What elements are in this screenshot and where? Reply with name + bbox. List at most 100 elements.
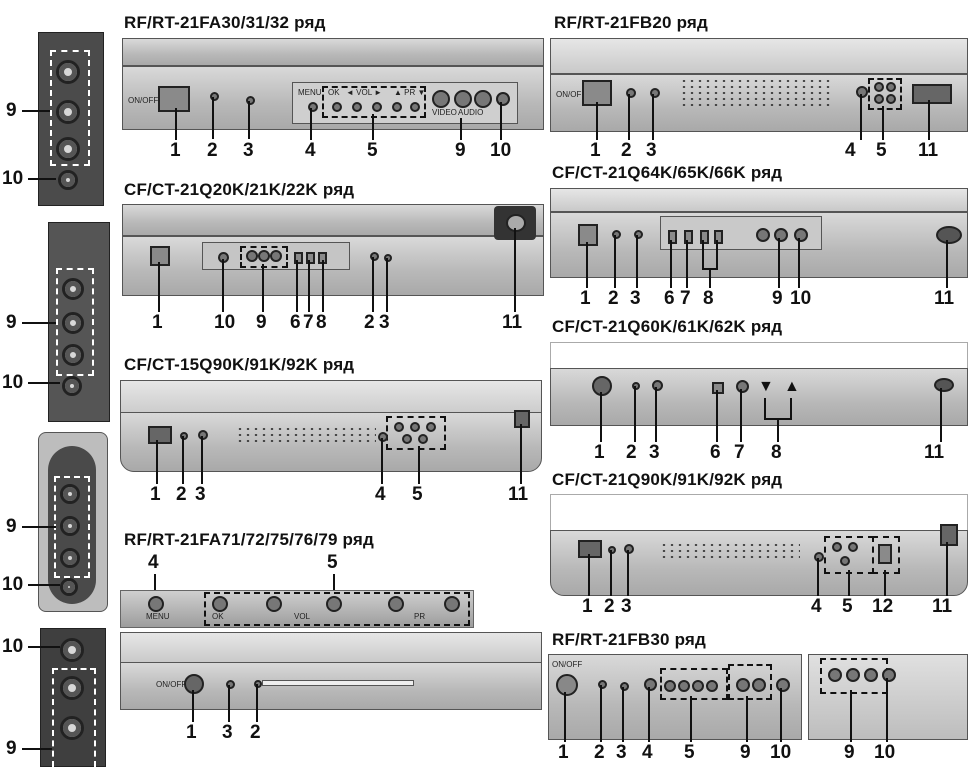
headphone-jack <box>60 638 84 662</box>
callout-line <box>28 584 60 586</box>
callout-10: 10 <box>2 636 24 657</box>
standby-indicator <box>210 92 219 101</box>
standby-indicator <box>632 382 640 390</box>
headphone-jack <box>62 376 82 396</box>
callout-1: 1 <box>170 140 181 161</box>
pr-button <box>706 680 718 692</box>
callout-line <box>636 235 638 288</box>
callout-7: 7 <box>680 288 691 309</box>
callout-line <box>22 748 52 750</box>
vol-up-button <box>326 596 342 612</box>
remote-sensor <box>226 680 235 689</box>
callout-line <box>596 102 598 140</box>
callout-4: 4 <box>375 484 386 505</box>
callout-line <box>154 574 156 596</box>
callout-line <box>158 262 160 312</box>
callout-8: 8 <box>316 312 327 333</box>
callout-9: 9 <box>740 742 751 763</box>
video-jack <box>736 678 750 692</box>
audio-l-jack <box>62 312 84 334</box>
callout-3: 3 <box>195 484 206 505</box>
ok-label: OK <box>212 612 224 621</box>
onoff-label: ON/OFF <box>552 660 583 669</box>
callout-line <box>256 684 258 722</box>
callout-line <box>322 260 324 312</box>
callout-9: 9 <box>772 288 783 309</box>
vol-down-button <box>678 680 690 692</box>
pr-down-button <box>874 94 884 104</box>
callout-10: 10 <box>790 288 812 309</box>
menu-label: MENU <box>298 88 322 97</box>
menu-button <box>668 230 677 244</box>
remote-sensor <box>246 96 255 105</box>
callout-line <box>386 258 388 312</box>
av-door <box>912 84 952 104</box>
model-title: CF/CT-21Q64K/65K/66K ряд <box>552 163 783 182</box>
callout-1: 1 <box>558 742 569 763</box>
callout-5: 5 <box>412 484 423 505</box>
remote-sensor <box>634 230 643 239</box>
callout-9: 9 <box>6 516 17 537</box>
callout-10: 10 <box>2 574 24 595</box>
callout-line <box>716 240 718 268</box>
callout-line <box>460 118 462 140</box>
callout-2: 2 <box>176 484 187 505</box>
callout-1: 1 <box>594 442 605 463</box>
audio-l-jack <box>60 516 80 536</box>
audio-l-jack <box>56 100 80 124</box>
model-title: RF/RT-21FA30/31/32 ряд <box>124 13 326 32</box>
menu-button <box>644 678 657 691</box>
callout-line <box>740 389 742 442</box>
ok-button <box>736 380 749 393</box>
callout-9: 9 <box>256 312 267 333</box>
callout-line <box>156 440 158 484</box>
callout-1: 1 <box>186 722 197 743</box>
audio-r-jack <box>62 344 84 366</box>
vol-button <box>886 82 896 92</box>
callout-line <box>333 574 335 590</box>
vol-down-button <box>352 102 362 112</box>
callout-6: 6 <box>664 288 675 309</box>
video-jack <box>62 278 84 300</box>
pr-up-button <box>444 596 460 612</box>
menu-button <box>308 102 318 112</box>
callout-2: 2 <box>621 140 632 161</box>
callout-line <box>262 264 264 312</box>
group-9 <box>728 664 772 700</box>
audio-r-jack <box>56 137 80 161</box>
callout-5: 5 <box>367 140 378 161</box>
tv-top-frame <box>550 342 968 370</box>
callout-line <box>790 398 792 418</box>
pr-down-button <box>700 230 709 244</box>
ok-button <box>684 230 693 244</box>
standby-indicator <box>608 546 616 554</box>
callout-3: 3 <box>243 140 254 161</box>
callout-2: 2 <box>594 742 605 763</box>
eye-sensor <box>936 226 962 244</box>
headphone-jack <box>58 170 78 190</box>
video-jack <box>432 90 450 108</box>
callout-4: 4 <box>845 140 856 161</box>
callout-1: 1 <box>590 140 601 161</box>
callout-2: 2 <box>608 288 619 309</box>
callout-line <box>600 685 602 742</box>
video-jack <box>56 60 80 84</box>
callout-2: 2 <box>626 442 637 463</box>
audio-l-jack <box>846 668 860 682</box>
audio-label: AUDIO <box>458 108 484 117</box>
vol-button <box>410 422 420 432</box>
callout-line <box>690 696 692 742</box>
headphone-jack <box>794 228 808 242</box>
callout-5: 5 <box>876 140 887 161</box>
callout-3: 3 <box>646 140 657 161</box>
group-5 <box>386 416 446 450</box>
callout-line <box>201 436 203 484</box>
remote-sensor <box>652 380 663 391</box>
callout-line <box>655 387 657 442</box>
callout-line <box>212 97 214 139</box>
ok-button <box>394 422 404 432</box>
speaker-grille <box>660 542 800 558</box>
callout-line <box>564 692 566 742</box>
group-5 <box>824 536 874 574</box>
pr-down-icon: ▼ <box>758 378 774 395</box>
